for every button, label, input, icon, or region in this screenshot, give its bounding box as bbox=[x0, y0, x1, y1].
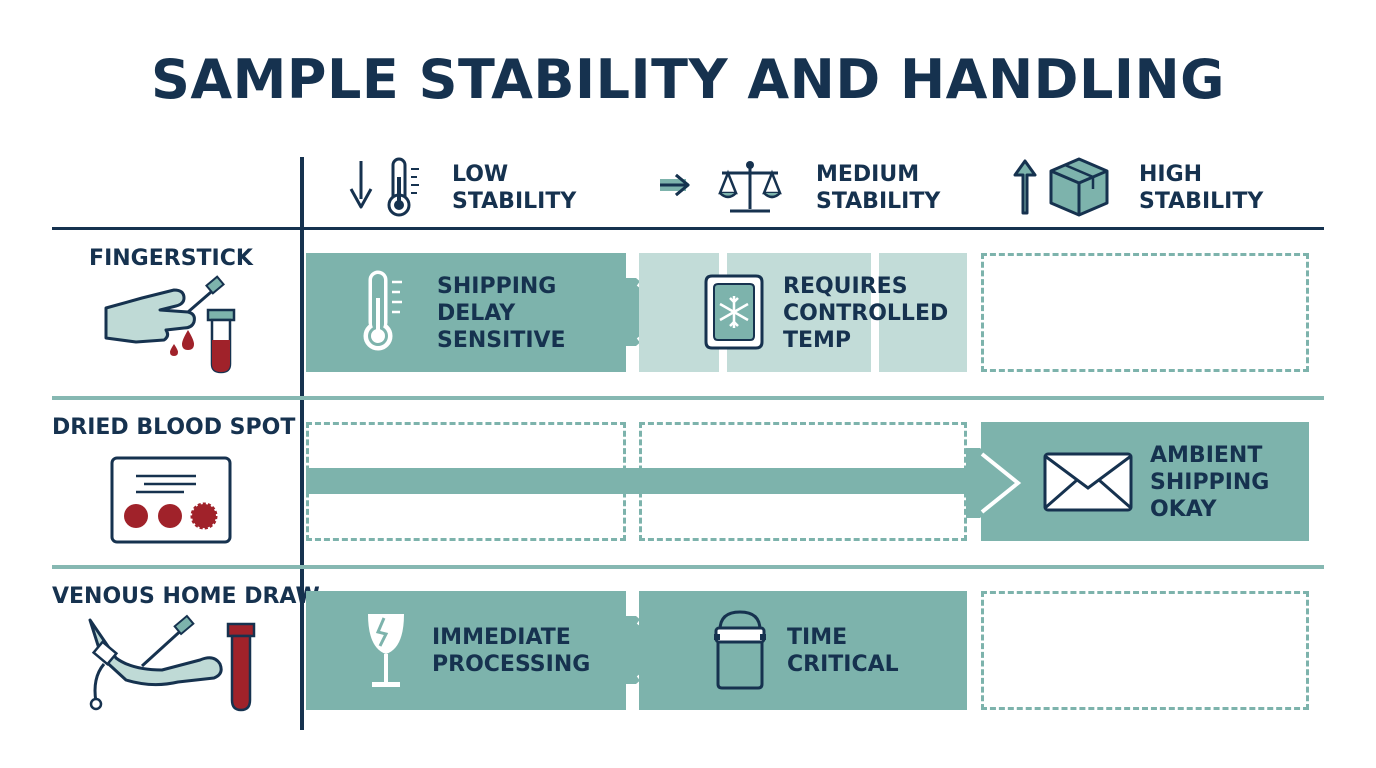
cell-fingerstick-high-empty bbox=[981, 253, 1309, 372]
envelope-icon bbox=[1043, 452, 1133, 516]
finger-prick-icon bbox=[104, 275, 244, 378]
blood-spot-card-icon bbox=[110, 456, 232, 548]
ice-pack-icon bbox=[700, 272, 768, 356]
page-title: SAMPLE STABILITY AND HANDLING bbox=[150, 48, 1226, 111]
venous-draw-icon bbox=[82, 614, 262, 718]
column-header-divider bbox=[52, 227, 1324, 230]
row-separator bbox=[52, 565, 1324, 569]
row-header-divider bbox=[300, 157, 304, 730]
row-label-fingerstick: FINGERSTICK bbox=[89, 246, 253, 271]
row-label-venous-home-draw: VENOUS HOME DRAW bbox=[52, 584, 320, 609]
fragile-glass-icon bbox=[364, 610, 408, 696]
chevron-right-icon bbox=[966, 448, 1026, 522]
thermometer-down-icon bbox=[345, 155, 425, 225]
cell-fingerstick-medium-segment bbox=[879, 253, 967, 372]
cell-venous-low bbox=[306, 591, 626, 710]
cell-venous-high-empty bbox=[981, 591, 1309, 710]
row-separator bbox=[52, 396, 1324, 400]
thermometer-icon bbox=[360, 268, 408, 358]
row-label-dried-blood-spot: DRIED BLOOD SPOT bbox=[52, 415, 296, 440]
package-up-icon bbox=[1005, 155, 1115, 225]
cell-dbs-high bbox=[981, 422, 1309, 541]
cell-venous-medium bbox=[639, 591, 967, 710]
transit-arrow-band bbox=[306, 468, 978, 494]
balance-scale-icon bbox=[656, 157, 786, 223]
cooler-icon bbox=[712, 608, 768, 696]
cell-fingerstick-low bbox=[306, 253, 626, 372]
